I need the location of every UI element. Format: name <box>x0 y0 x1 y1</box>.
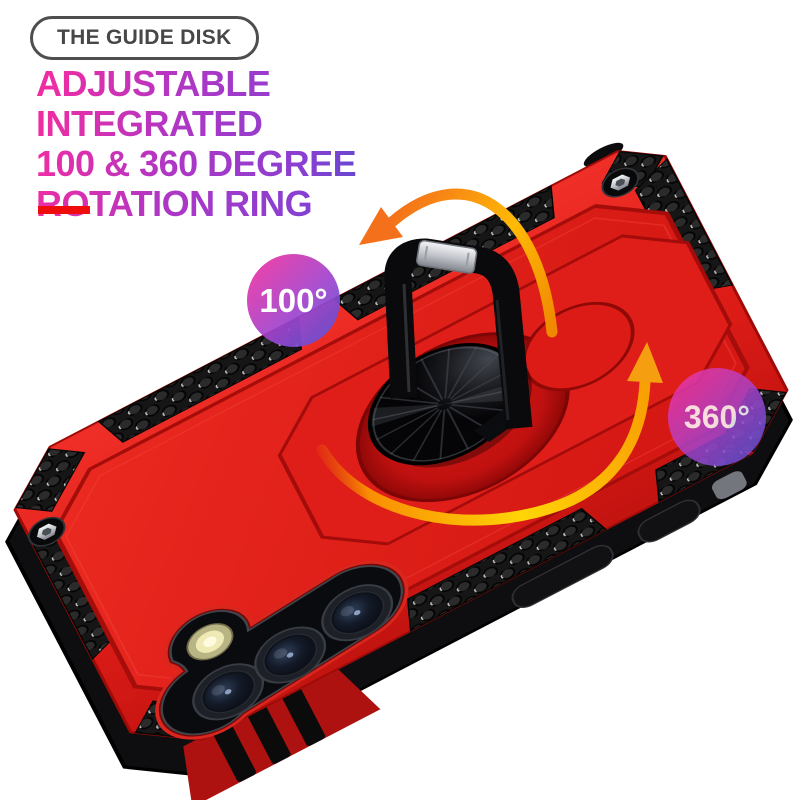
headline-line-2: 100 & 360 DEGREE <box>36 143 357 184</box>
camera-lens <box>321 584 394 642</box>
headline-line-1: ADJUSTABLE INTEGRATED <box>36 63 271 144</box>
corner-screw <box>601 167 640 198</box>
rotation-arrow-top-icon <box>359 188 558 338</box>
headline-line-3: ROTATION RING <box>36 183 313 224</box>
camera-lens <box>192 663 264 721</box>
corner-screw <box>27 516 66 547</box>
edge-plug <box>583 142 624 167</box>
headline: ADJUSTABLE INTEGRATED 100 & 360 DEGREE R… <box>36 64 496 224</box>
grip-bars <box>213 688 326 782</box>
accent-underline <box>38 206 90 214</box>
camera-flash <box>186 623 234 661</box>
tilt-angle-label: 100° <box>259 281 328 319</box>
camera-lens <box>254 626 327 684</box>
ring-clip <box>416 239 478 274</box>
phone-case <box>5 142 793 800</box>
side-buttons <box>511 471 747 608</box>
ring-kickstand <box>384 238 533 430</box>
rotation-angle-badge: 360° <box>668 368 766 466</box>
guide-disk-badge: THE GUIDE DISK <box>30 16 259 60</box>
camera-module <box>155 560 409 740</box>
rotation-arrow-bottom-icon <box>316 342 663 526</box>
guide-disk-badge-label: THE GUIDE DISK <box>57 26 232 49</box>
tilt-angle-badge: 100° <box>247 254 340 347</box>
rotation-angle-label: 360° <box>683 398 751 435</box>
